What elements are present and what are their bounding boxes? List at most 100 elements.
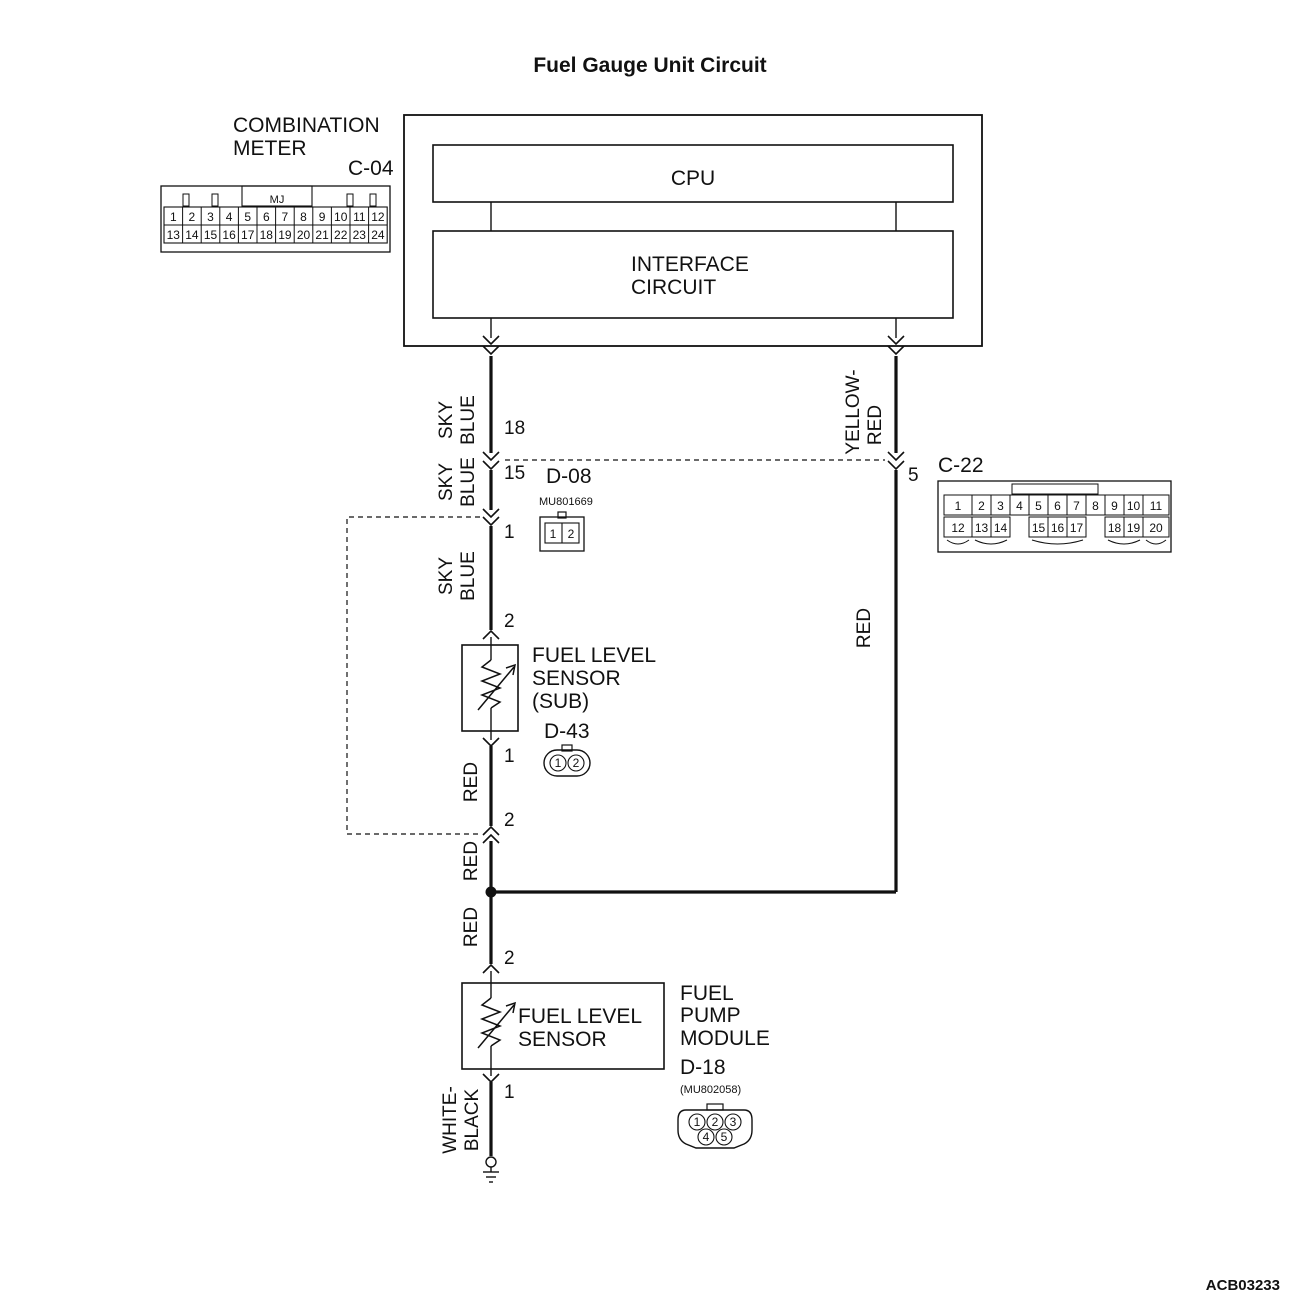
connector-pin: 2 [568,527,575,541]
pin-number: 1 [504,522,515,543]
fuel-level-sensor-label-2: SENSOR [518,1028,607,1051]
connector-pin: 24 [371,228,385,242]
connector-pin: 3 [997,499,1004,513]
connector-pin: 1 [550,527,557,541]
wire-color-label: SKY [436,401,457,439]
wire-color-label: RED [854,608,875,648]
connector-pin: 12 [951,521,965,535]
connector-pin: 11 [1150,499,1163,513]
connector-pin: 12 [371,210,385,224]
connector-d08-label: D-08 [546,465,592,488]
connector-pin: 20 [1149,521,1163,535]
wire-color-label: BLUE [458,551,479,601]
connector-pin: 9 [319,210,326,224]
interface-circuit-label-2: CIRCUIT [631,276,716,299]
connector-pin: 14 [994,521,1008,535]
wire-color-label: BLUE [458,395,479,445]
connector-pin: 19 [278,228,292,242]
variable-resistor-icon-2 [477,983,516,1069]
connector-pin: 15 [1032,521,1046,535]
fuel-pump-module-label-2: PUMP [680,1004,741,1027]
connector-pin: 2 [573,756,580,770]
combination-meter-label-2: METER [233,137,307,160]
fuel-pump-module-label: FUEL [680,982,734,1005]
connector-pin: 3 [730,1115,737,1129]
connector-pin: 20 [297,228,311,242]
pin-number: 1 [504,746,515,767]
connector-c22-label: C-22 [938,454,984,477]
reference-code: ACB03233 [1206,1277,1280,1294]
fuel-level-sensor-sub-label-2: SENSOR [532,667,621,690]
ground-icon [483,1156,499,1183]
connector-pin: 15 [204,228,218,242]
connector-tag: MJ [270,194,285,206]
connector-pin: 5 [244,210,251,224]
connector-d43: 1 2 [543,744,591,777]
wire-color-label: YELLOW- [843,369,864,454]
pin-number: 1 [504,1082,515,1103]
wire-color-label: BLUE [458,457,479,507]
connector-pin: 10 [1127,499,1141,513]
wire-color-label: RED [461,907,482,947]
connector-d18-part: (MU802058) [680,1084,741,1096]
connector-pin: 1 [170,210,177,224]
connector-pin: 13 [975,521,989,535]
connector-pin: 1 [955,499,962,513]
pin-number: 2 [504,611,515,632]
connector-pin: 8 [1092,499,1099,513]
connector-pin: 2 [978,499,985,513]
variable-resistor-icon [477,645,516,731]
interface-circuit-label: INTERFACE [631,253,749,276]
connector-pin: 7 [282,210,289,224]
connector-pin: 16 [1051,521,1065,535]
pin-number: 15 [504,463,525,484]
connector-pin: 3 [207,210,214,224]
fuel-level-sensor-label: FUEL LEVEL [518,1005,642,1028]
combination-meter-label: COMBINATION [233,114,380,137]
connector-pin: 2 [189,210,196,224]
connector-pin: 22 [334,228,348,242]
pin-number: 2 [504,810,515,831]
wire-color-label: RED [461,841,482,881]
pin-number: 5 [908,465,919,486]
connector-pin: 18 [260,228,274,242]
fuel-level-sensor-box [461,982,665,1070]
connector-pin: 9 [1111,499,1118,513]
connector-d08: 1 2 [539,511,585,552]
connector-pin: 21 [315,228,329,242]
connector-c04-label: C-04 [348,157,394,180]
connector-pin: 10 [334,210,348,224]
connector-pin: 5 [721,1130,728,1144]
combination-meter-box [403,114,983,347]
connector-pin: 18 [1108,521,1122,535]
connector-d18: 1 2 3 4 5 [677,1103,753,1149]
wire-color-label: RED [461,762,482,802]
connector-pin: 14 [185,228,199,242]
connector-pin: 16 [222,228,236,242]
fuel-level-sensor-sub-label-3: (SUB) [532,690,589,713]
connector-pin: 7 [1073,499,1080,513]
connector-pin: 17 [241,228,255,242]
fuel-level-sensor-sub-label: FUEL LEVEL [532,644,656,667]
connector-d08-part: MU801669 [539,496,593,508]
connector-d43-label: D-43 [544,720,590,743]
interface-circuit-box [432,230,954,319]
connector-pin: 4 [703,1130,710,1144]
connector-pin: 23 [353,228,367,242]
connector-d18-label: D-18 [680,1056,726,1079]
connector-pin: 8 [300,210,307,224]
fuel-level-sensor-sub-box [461,644,519,732]
connector-pin: 6 [1054,499,1061,513]
wire-color-label: SKY [436,463,457,501]
connector-pin: 6 [263,210,270,224]
connector-pin: 5 [1035,499,1042,513]
connector-pin: 11 [353,210,366,224]
fuel-pump-module-label-3: MODULE [680,1027,770,1050]
connector-pin: 17 [1070,521,1084,535]
pin-number: 18 [504,418,525,439]
wire-color-label: RED [865,405,886,445]
connector-pin: 13 [167,228,181,242]
cpu-box [432,144,954,203]
